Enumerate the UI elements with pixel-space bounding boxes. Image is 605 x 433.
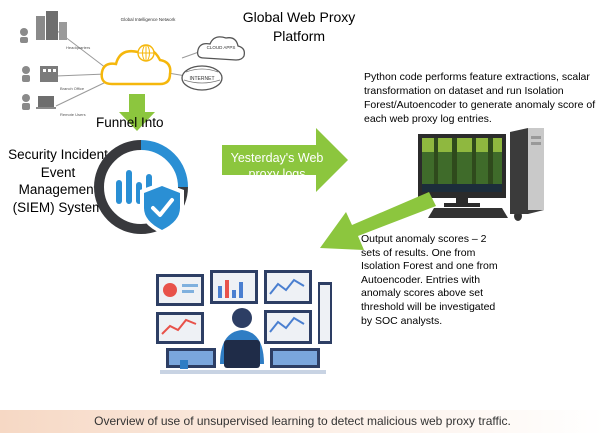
- funnel-label: Funnel Into: [96, 115, 164, 130]
- right-arrow: [222, 128, 348, 192]
- branch-office-label: Branch Office: [60, 86, 85, 91]
- siem-ring-blue: [140, 140, 188, 188]
- internet-label: INTERNET: [190, 76, 215, 82]
- headquarters-icon: [20, 11, 67, 43]
- soc-analyst-illustration: [156, 270, 332, 374]
- monitor-wall: [156, 270, 332, 344]
- headquarters-label: Headquarters: [66, 45, 90, 50]
- analyst-avatar: [220, 308, 264, 368]
- branch-office-icon: [22, 66, 58, 82]
- monitor-icon: [418, 134, 506, 207]
- desk: [160, 370, 326, 374]
- caption-text: Overview of use of unsupervised learning…: [94, 414, 511, 428]
- down-left-arrow: [320, 192, 436, 250]
- siem-label: Security Incident Event Management (SIEM…: [8, 147, 108, 215]
- network-illustration: Headquarters Branch Office Remote Users …: [20, 11, 246, 117]
- output-description: Output anomaly scores – 2 sets of result…: [361, 233, 498, 327]
- diagram-title: Global Web Proxy Platform: [242, 9, 356, 44]
- python-description: Python code performs feature extractions…: [364, 71, 596, 125]
- down-arrow: [119, 94, 155, 131]
- global-intelligence-label: Global Intelligence Network: [121, 17, 177, 22]
- remote-users-icon: [22, 94, 56, 110]
- internet-globe-icon: [181, 65, 223, 91]
- cloud-apps-label: CLOUD APPS: [207, 45, 236, 50]
- tower-icon: [510, 128, 544, 214]
- right-arrow-label: Yesterday's Web proxy logs: [230, 151, 324, 181]
- shield-check-icon: [140, 182, 184, 234]
- global-intelligence-cloud-icon: [100, 44, 172, 86]
- keyboard-icon: [428, 208, 508, 218]
- caption-bar: [0, 410, 605, 433]
- siem-logo: [94, 140, 188, 234]
- cloud-apps-icon: [196, 36, 246, 61]
- remote-users-label: Remote Users: [60, 112, 86, 117]
- computer-illustration: [418, 128, 544, 221]
- desk-monitors: [166, 348, 320, 368]
- coffee-mug-icon: [180, 360, 188, 369]
